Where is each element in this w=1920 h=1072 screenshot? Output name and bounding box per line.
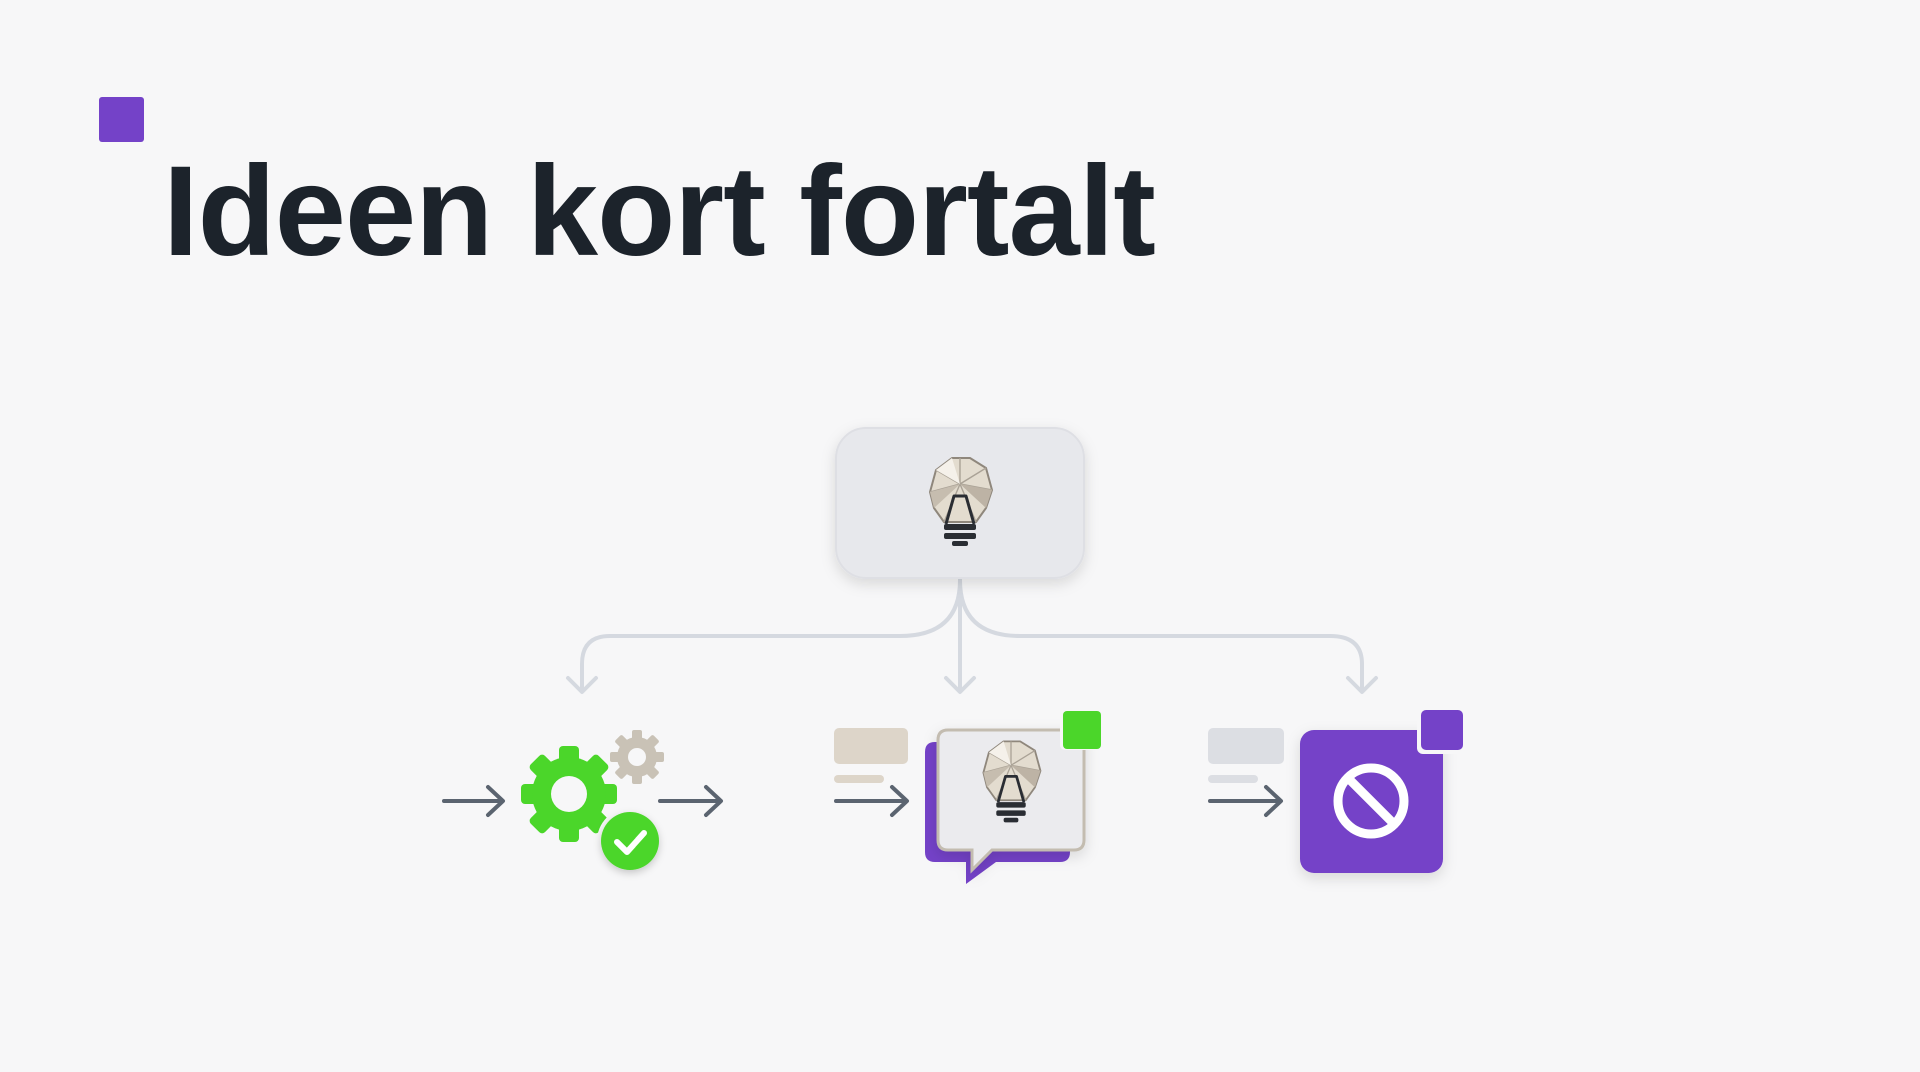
page-title: Ideen kort fortalt (163, 140, 1156, 283)
purple-badge (1421, 710, 1463, 750)
branch-process (442, 730, 723, 874)
text-lines-icon (1208, 728, 1284, 783)
arrow-icon (834, 785, 909, 817)
arrow-in-icon (442, 785, 505, 817)
arrow-icon (1208, 785, 1283, 817)
prohibited-icon (1300, 706, 1467, 873)
text-lines-icon (834, 728, 908, 783)
branch-rejected (1208, 706, 1467, 873)
root-idea-card (835, 427, 1085, 579)
green-badge (1063, 711, 1101, 749)
connector-left (580, 578, 962, 692)
connector-right (958, 578, 1364, 692)
accent-square (99, 97, 144, 142)
check-icon (597, 808, 663, 874)
branch-feedback (834, 708, 1104, 884)
speech-bubble-lightbulb-icon (925, 708, 1104, 884)
small-gear-icon (610, 730, 664, 784)
connector-lines (566, 578, 1378, 694)
arrow-out-icon (658, 785, 723, 817)
large-gear-icon (521, 746, 617, 842)
